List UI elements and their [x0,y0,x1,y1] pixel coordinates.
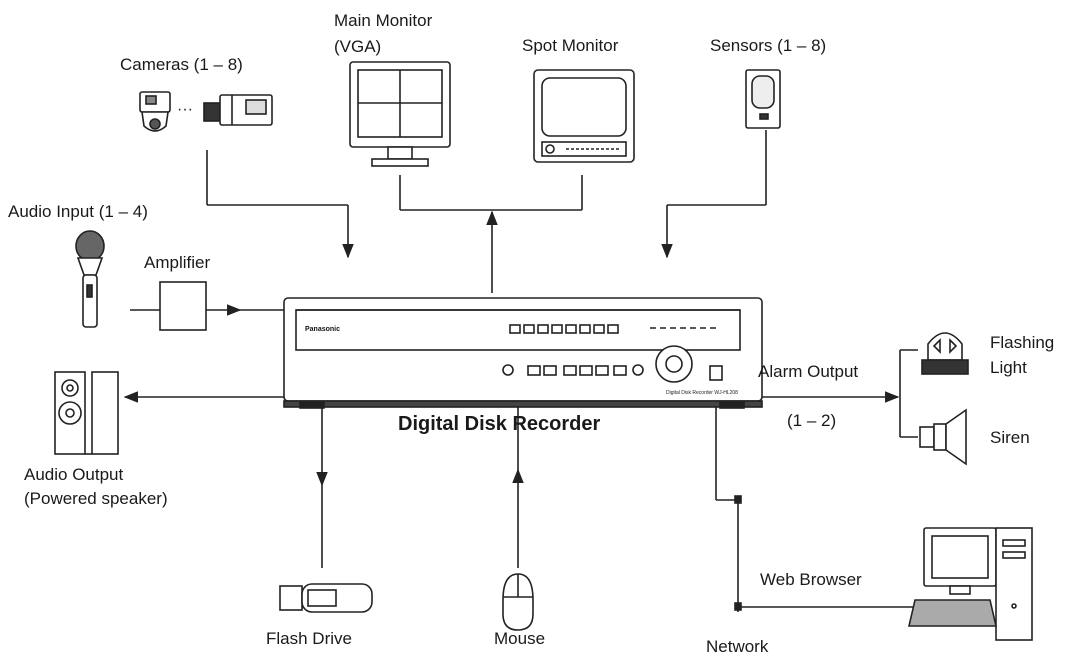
digital-disk-recorder: Panasonic [283,297,763,409]
camera-ellipsis: ··· [177,101,193,118]
label-audio-output-powered: (Powered speaker) [24,489,168,508]
spot-monitor-icon [533,69,635,163]
dome-camera-icon [139,91,171,132]
label-main-monitor: Main Monitor [334,11,433,30]
label-mouse: Mouse [494,629,546,648]
speaker-icon [54,371,119,455]
label-network: Network [706,637,769,656]
label-light: Light [990,358,1027,377]
label-flash-drive: Flash Drive [266,629,352,648]
sensor-icon [745,69,781,129]
label-digital-disk-recorder: Digital Disk Recorder [398,413,601,435]
label-web-browser: Web Browser [760,570,862,589]
label-alarm-output: Alarm Output [758,362,859,381]
label-siren: Siren [990,428,1030,447]
svg-text:Panasonic: Panasonic [305,326,340,333]
label-sensors: Sensors (1 – 8) [710,36,827,55]
label-amplifier: Amplifier [144,253,211,272]
label-main-monitor-vga: (VGA) [334,37,382,56]
microphone-icon [75,230,105,328]
mouse-icon [502,573,534,631]
label-flashing: Flashing [990,333,1055,352]
recorder-model-label: Digital Disk Recorder WJ-HL208 [666,390,738,396]
computer-icon [907,527,1033,641]
label-spot-monitor: Spot Monitor [522,36,619,55]
label-audio-input: Audio Input (1 – 4) [8,202,148,221]
box-camera-icon [203,94,273,126]
flashing-light-icon [921,332,969,375]
siren-icon [919,408,967,466]
label-audio-output: Audio Output [24,465,124,484]
label-cameras: Cameras (1 – 8) [120,55,243,74]
main-monitor-icon [349,61,451,167]
amplifier-box [159,281,207,331]
flash-drive-icon [279,583,373,613]
label-alarm-count: (1 – 2) [787,411,837,430]
